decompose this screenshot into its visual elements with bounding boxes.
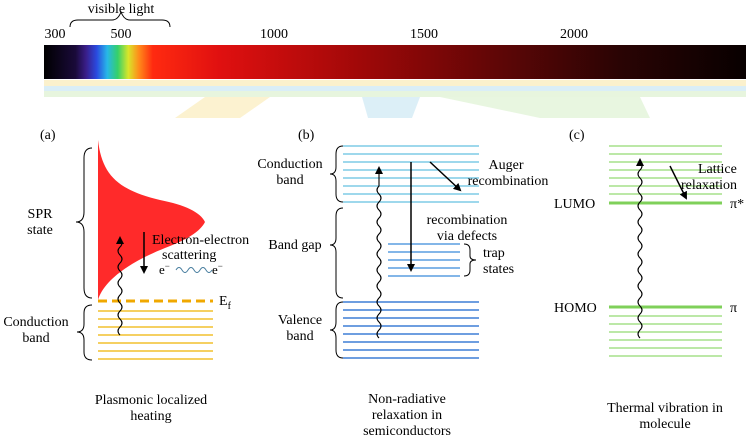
caption-a-line1: Plasmonic localized bbox=[95, 393, 207, 408]
defect-label-line1: recombination bbox=[427, 213, 508, 228]
trap-brace bbox=[463, 243, 477, 277]
trap-label-line1: trap bbox=[483, 246, 505, 261]
electron-left: e− bbox=[159, 261, 170, 277]
caption-b-line3: semiconductors bbox=[363, 424, 451, 439]
tick-1000: 1000 bbox=[260, 27, 288, 42]
panel-b-letter: (b) bbox=[298, 128, 315, 143]
caption-b-line2: relaxation in bbox=[372, 408, 442, 423]
conduction-label-a-line2: band bbox=[22, 331, 49, 346]
lower-levels bbox=[609, 315, 722, 357]
spr-brace bbox=[75, 147, 93, 299]
spr-distribution bbox=[98, 140, 205, 300]
projection-strip bbox=[44, 80, 746, 86]
tick-500: 500 bbox=[111, 27, 132, 42]
spr-label-line2: state bbox=[27, 223, 53, 238]
homo-label: HOMO bbox=[554, 301, 597, 316]
trap-label-line2: states bbox=[483, 262, 514, 277]
electron-wave bbox=[175, 267, 213, 273]
lumo-label: LUMO bbox=[554, 197, 595, 212]
conduction-brace-b bbox=[329, 145, 344, 203]
caption-c-line1: Thermal vibration in bbox=[607, 401, 723, 416]
tick-1500: 1500 bbox=[410, 27, 438, 42]
conduction-label-a-line1: Conduction bbox=[3, 315, 68, 330]
caption-a-line2: heating bbox=[130, 409, 171, 424]
gap-label: Band gap bbox=[268, 238, 321, 253]
upper-levels bbox=[609, 145, 722, 195]
conduction-brace-a bbox=[76, 304, 93, 361]
visible-light-label: visible light bbox=[88, 2, 155, 17]
panel-b: (b) Condu bbox=[257, 128, 548, 439]
spectrum-bar bbox=[44, 45, 746, 79]
panel-a-letter: (a) bbox=[40, 128, 56, 143]
spectrum: visible light 300 500 1000 1500 2000 bbox=[44, 2, 746, 118]
conduction-lines-a bbox=[98, 310, 213, 360]
photon-excitation-c bbox=[636, 158, 644, 339]
auger-label-line2: recombination bbox=[468, 174, 549, 189]
conduction-label-b-line2: band bbox=[276, 173, 303, 188]
visible-brace bbox=[69, 10, 171, 28]
spr-label-line1: SPR bbox=[28, 207, 54, 222]
lattice-label-line1: Lattice bbox=[698, 162, 737, 177]
lattice-label-line2: relaxation bbox=[681, 178, 737, 193]
photon-excitation-b bbox=[375, 166, 383, 339]
projection-a bbox=[175, 97, 270, 118]
valence-brace bbox=[329, 301, 344, 359]
auger-label-line1: Auger bbox=[489, 158, 524, 173]
pi-star-label: π* bbox=[730, 197, 744, 212]
lattice-arrow bbox=[669, 165, 687, 200]
scattering-label-line2: scattering bbox=[162, 248, 216, 263]
caption-c-line2: molecule bbox=[639, 417, 690, 432]
valence-label-line2: band bbox=[286, 329, 313, 344]
trap-state-lines bbox=[388, 243, 460, 277]
tick-2000: 2000 bbox=[560, 27, 588, 42]
panel-c-letter: (c) bbox=[569, 128, 585, 143]
defect-label-line2: via defects bbox=[437, 229, 497, 244]
scattering-label-line1: Electron-electron bbox=[152, 233, 249, 248]
electron-right: e− bbox=[212, 261, 223, 277]
valence-band-lines bbox=[343, 301, 479, 359]
panel-c: (c) LUMO π* HOMO π Lattice relaxation bbox=[554, 128, 744, 432]
projection-b bbox=[362, 97, 420, 118]
projection-strip bbox=[44, 86, 746, 91]
valence-label-line1: Valence bbox=[278, 313, 322, 328]
pi-label: π bbox=[730, 301, 737, 316]
panel-a: (a) SPR state Conduction band Ef Electro… bbox=[3, 128, 249, 424]
fermi-label: Ef bbox=[219, 294, 232, 312]
gap-brace bbox=[329, 207, 344, 299]
tick-300: 300 bbox=[45, 27, 66, 42]
projection-strip bbox=[44, 91, 746, 97]
projection-c bbox=[440, 97, 650, 118]
caption-b-line1: Non-radiative bbox=[368, 392, 446, 407]
conduction-label-b-line1: Conduction bbox=[257, 157, 322, 172]
auger-arrow bbox=[429, 161, 462, 192]
photon-excitation-a bbox=[116, 236, 124, 336]
